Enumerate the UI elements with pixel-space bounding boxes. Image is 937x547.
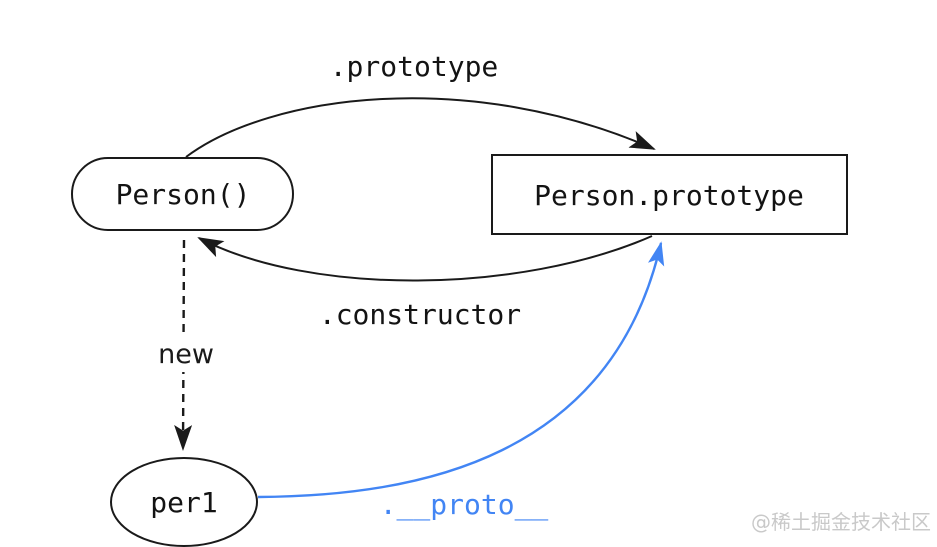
constructor-arrow-label: .constructor — [319, 298, 521, 331]
prototype-arrow — [185, 97, 656, 158]
person-function-label: Person() — [116, 178, 251, 211]
new-label-backplate — [148, 332, 220, 372]
per1-label: per1 — [150, 486, 217, 519]
prototype-arrow-label: .prototype — [330, 50, 499, 83]
proto-arrow-label: .__proto__ — [380, 488, 549, 522]
constructor-arrow — [197, 235, 653, 282]
person-function-node — [71, 157, 294, 231]
per1-node — [110, 457, 258, 547]
proto-arrow — [257, 241, 665, 499]
person-prototype-node — [491, 154, 848, 235]
person-prototype-label: Person.prototype — [534, 179, 804, 212]
watermark-text: @稀土掘金技术社区 — [751, 510, 931, 534]
new-arrow-label: new — [158, 339, 214, 370]
